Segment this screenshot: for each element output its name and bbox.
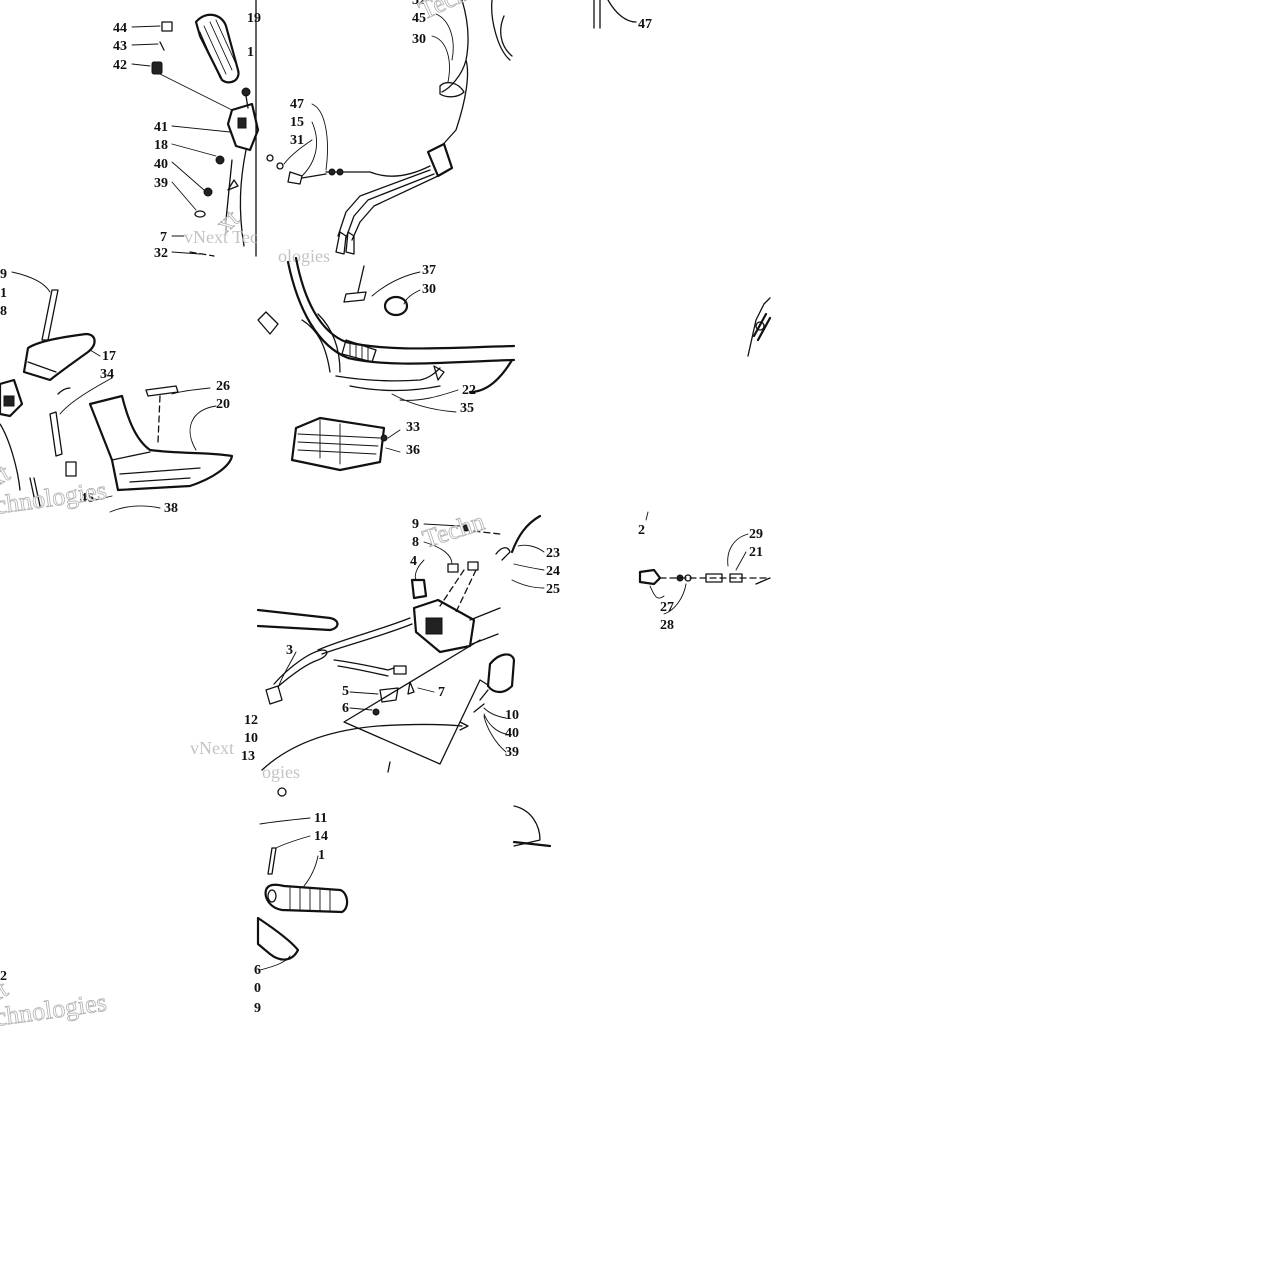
throttle-housing-drawing — [226, 87, 260, 152]
callout-14: 14 — [314, 829, 328, 844]
hand-guard-drawing — [88, 394, 234, 492]
tile-g-cable-adjuster: 2 29 21 27 28 — [512, 297, 772, 848]
clamp-ring-shape — [383, 295, 409, 317]
callout-45: 45 — [412, 11, 426, 26]
callout-20: 20 — [216, 397, 230, 412]
callout-7: 7 — [160, 230, 167, 245]
callout-34: 34 — [100, 367, 114, 382]
callout-8: 8 — [0, 304, 7, 319]
callout-24: 24 — [546, 564, 560, 579]
callout-32: 32 — [412, 0, 426, 8]
callout-39: 39 — [154, 176, 168, 191]
callout-11: 11 — [314, 811, 327, 826]
callout-39: 39 — [505, 745, 519, 760]
tile-c-cable-end: 47 — [593, 0, 652, 32]
callout-4: 4 — [410, 554, 417, 569]
callout-44: 44 — [113, 21, 127, 36]
tile-a-throttle-assembly: 44 43 42 19 1 41 18 40 39 7 32 vNext Tec… — [113, 0, 261, 261]
handlebar-grip-drawing — [194, 13, 240, 84]
callout-3: 3 — [286, 643, 293, 658]
watermark-text: vNext — [190, 738, 234, 758]
callout-40: 40 — [505, 726, 519, 741]
callout-1: 1 — [247, 45, 254, 60]
watermark-text: chnologies — [0, 476, 108, 520]
callout-29: 29 — [749, 527, 763, 542]
watermark-text: vNext Tec — [184, 227, 258, 247]
handlebar-pad-drawing — [290, 416, 386, 472]
callout-33: 33 — [406, 420, 420, 435]
callout-21: 21 — [749, 545, 763, 560]
callout-23: 23 — [546, 546, 560, 561]
callout-28: 28 — [660, 618, 674, 633]
callout-2: 2 — [0, 969, 7, 984]
callout-8: 8 — [412, 535, 419, 550]
watermark-text: Techno — [414, 0, 495, 25]
callout-26: 26 — [216, 379, 230, 394]
callout-5: 5 — [342, 684, 349, 699]
switch-housing-drawing — [412, 598, 501, 654]
callout-47: 47 — [638, 17, 652, 32]
callout-10: 10 — [505, 708, 519, 723]
callout-30: 30 — [412, 32, 426, 47]
callout-7: 7 — [438, 685, 445, 700]
callout-32: 32 — [154, 246, 168, 261]
callout-47: 47 — [290, 97, 304, 112]
watermark-text: ogies — [262, 762, 300, 782]
callout-9: 9 — [0, 267, 7, 282]
tile-e-handlebar: 37 30 22 35 33 36 — [257, 256, 516, 472]
callout-40: 40 — [154, 157, 168, 172]
callout-13: 13 — [241, 749, 255, 764]
callout-38: 38 — [164, 501, 178, 516]
throttle-grip-drawing — [264, 883, 349, 914]
callout-25: 25 — [546, 582, 560, 597]
callout-15: 15 — [290, 115, 304, 130]
watermark-text: ologies — [278, 246, 330, 266]
callout-12: 12 — [244, 713, 258, 728]
part-42-shape — [151, 61, 163, 75]
callout-9: 9 — [254, 1001, 261, 1016]
callout-36: 36 — [406, 443, 420, 458]
callout-42: 42 — [113, 58, 127, 73]
callout-46: 46 — [80, 491, 94, 506]
callout-18: 18 — [154, 138, 168, 153]
handlebar-tube-drawing — [286, 256, 516, 373]
wire-junction-block — [426, 142, 454, 178]
callout-35: 35 — [460, 401, 474, 416]
callout-41: 41 — [154, 120, 168, 135]
tile-b-cable-wiring: 32 45 30 47 15 31 Techno ologies — [266, 0, 513, 266]
callout-10: 10 — [244, 731, 258, 746]
tile-d-handguard: 9 1 8 17 34 26 20 38 46 xt chnologies — [0, 267, 234, 520]
callout-0: 0 — [254, 981, 261, 996]
callout-1: 1 — [318, 848, 325, 863]
callout-30: 30 — [422, 282, 436, 297]
callout-22: 22 — [462, 383, 476, 398]
part-44-shape — [161, 21, 173, 32]
callout-9: 9 — [412, 517, 419, 532]
callout-6: 6 — [342, 701, 349, 716]
callout-37: 37 — [422, 263, 436, 278]
callout-19: 19 — [247, 11, 261, 26]
watermark-text: chnologies — [0, 988, 108, 1032]
callout-6: 6 — [254, 963, 261, 978]
callout-43: 43 — [113, 39, 127, 54]
tile-h-grip: 11 14 1 6 0 9 2 xt chnologies — [0, 811, 349, 1032]
watermark-text: Techn — [419, 507, 488, 554]
callout-31: 31 — [290, 133, 304, 148]
callout-27: 27 — [660, 600, 674, 615]
callout-17: 17 — [102, 349, 116, 364]
callout-1: 1 — [0, 286, 7, 301]
callout-2: 2 — [638, 523, 645, 538]
tile-f-switch-housing: 9 8 4 23 24 25 3 5 6 7 10 40 39 12 10 13… — [190, 506, 560, 797]
part-43-shape — [159, 41, 165, 51]
